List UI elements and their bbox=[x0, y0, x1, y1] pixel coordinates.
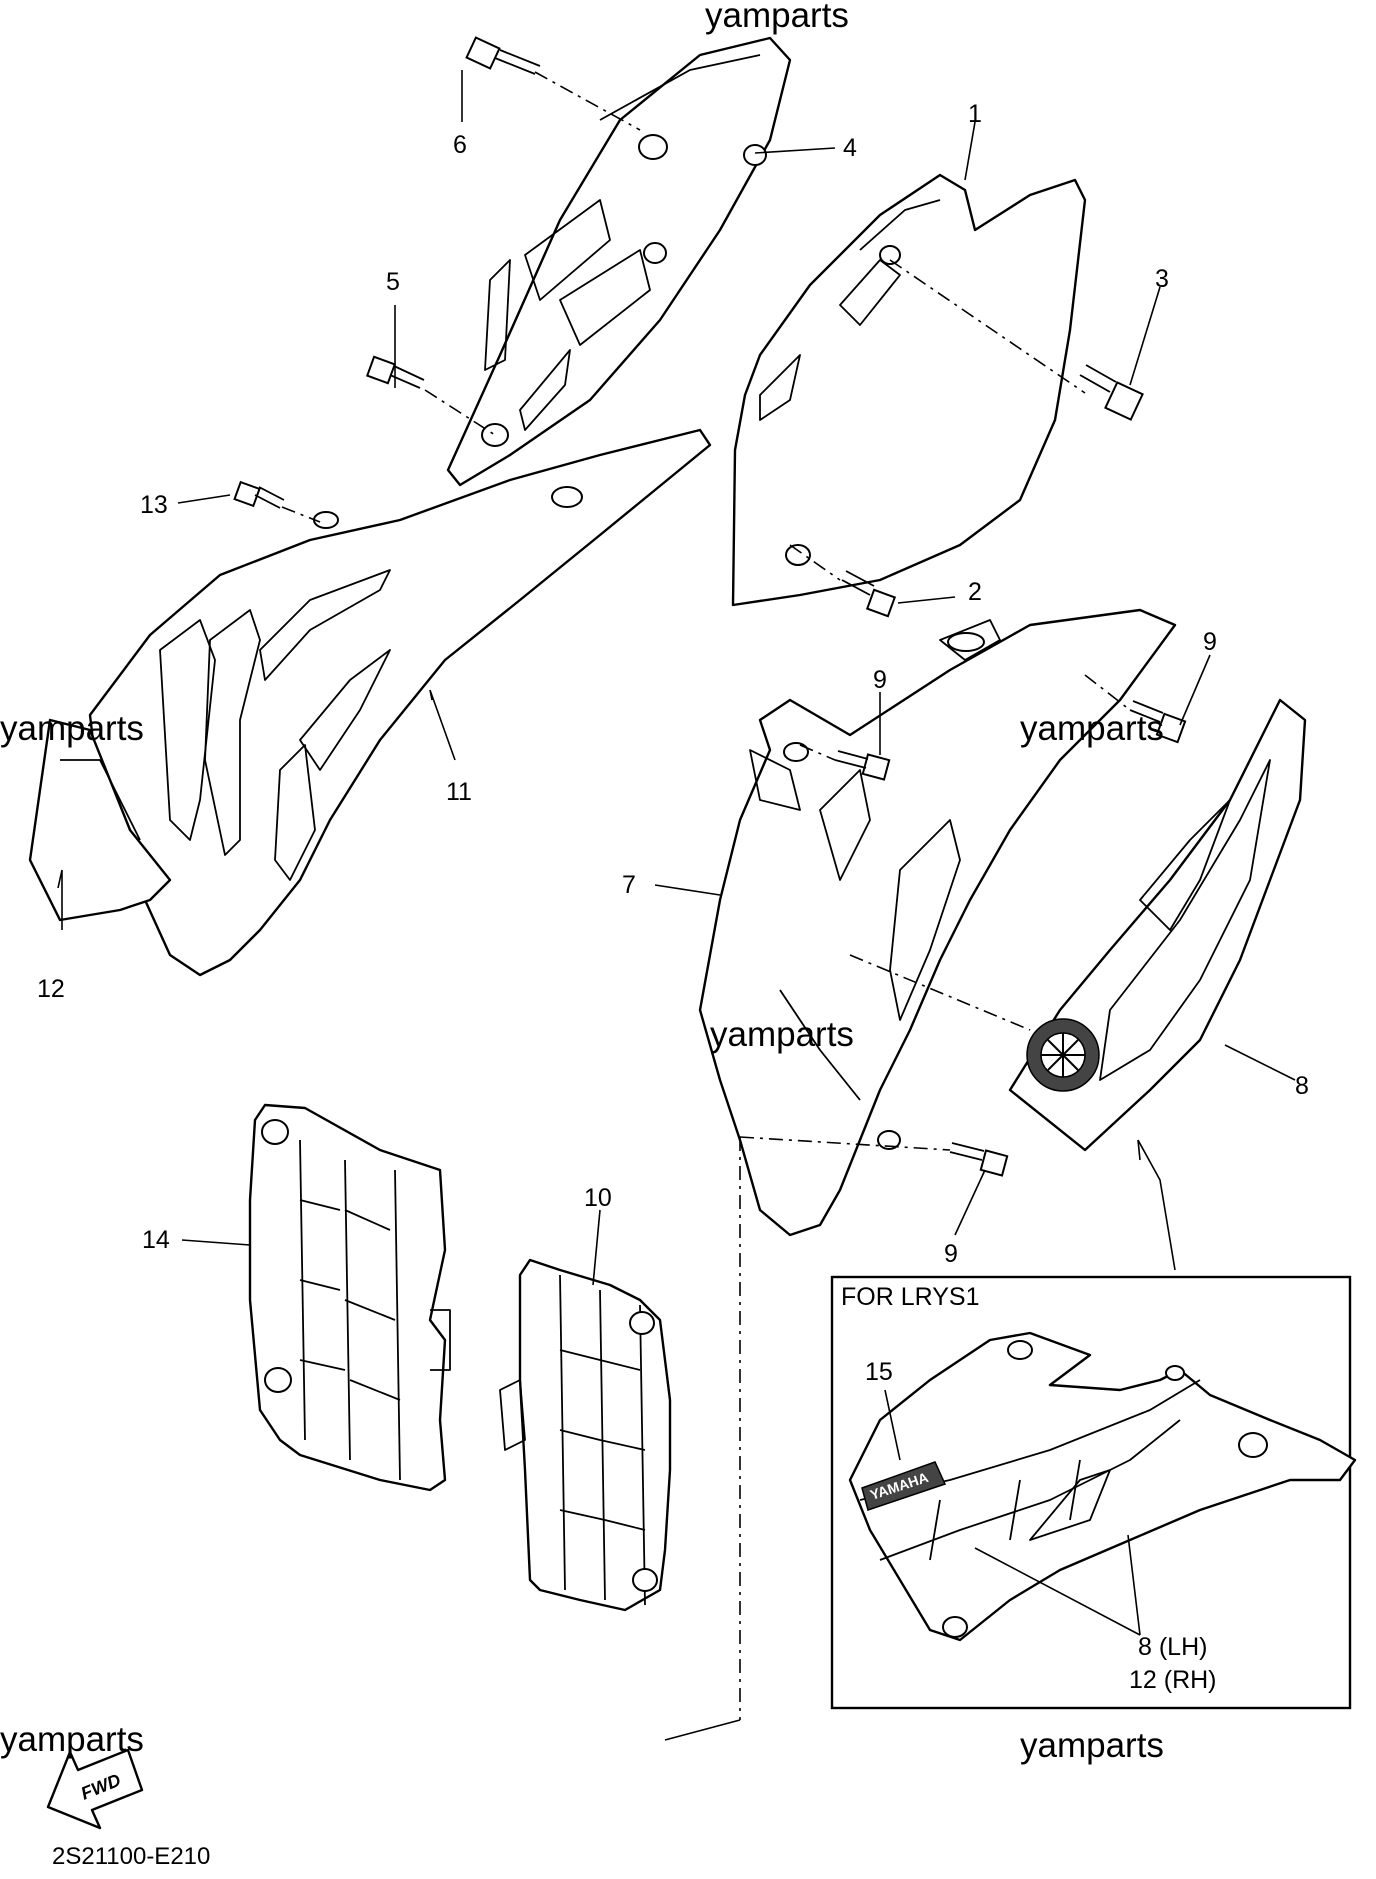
callout-9b: 9 bbox=[1203, 628, 1217, 656]
watermark-bottom-right: yamparts bbox=[1020, 1726, 1164, 1765]
part-5-bolt bbox=[365, 355, 425, 389]
callout-12: 12 bbox=[37, 975, 65, 1003]
callout-15: 15 bbox=[865, 1358, 893, 1386]
callout-7: 7 bbox=[622, 871, 636, 899]
part-8-decal bbox=[1008, 698, 1307, 1152]
part-4-side-cover-bracket bbox=[446, 36, 792, 487]
callout-9a: 9 bbox=[873, 666, 887, 694]
callout-4: 4 bbox=[843, 134, 857, 162]
part-3-bolt bbox=[1079, 364, 1144, 421]
callout-6: 6 bbox=[453, 131, 467, 159]
part-14-radiator-guard bbox=[248, 1103, 451, 1492]
inset-box bbox=[830, 1275, 1357, 1710]
inset-label-rh: 12 (RH) bbox=[1129, 1666, 1217, 1694]
part-13-bolt bbox=[233, 480, 285, 509]
leader-lines bbox=[57, 70, 1296, 1741]
part-7-right-shroud bbox=[698, 608, 1177, 1237]
watermark-left-mid: yamparts bbox=[0, 709, 144, 748]
alignment-lines bbox=[281, 71, 1131, 1720]
part-1-number-plate bbox=[731, 173, 1087, 607]
part-11-left-shroud bbox=[88, 428, 712, 977]
callout-9c: 9 bbox=[944, 1240, 958, 1268]
inset-label-lh: 8 (LH) bbox=[1138, 1633, 1207, 1661]
watermark-top: yamparts bbox=[705, 0, 849, 35]
part-9-bolt-b bbox=[1129, 700, 1187, 744]
part-6-bolt bbox=[465, 36, 541, 75]
part-10-radiator-guard bbox=[499, 1258, 672, 1612]
inset-title: FOR LRYS1 bbox=[841, 1283, 979, 1311]
part-2-bolt bbox=[841, 570, 897, 618]
part-12-lower-guard bbox=[28, 718, 172, 922]
callout-14: 14 bbox=[142, 1226, 170, 1254]
callout-11: 11 bbox=[446, 778, 472, 806]
callout-5: 5 bbox=[386, 268, 400, 296]
callout-2: 2 bbox=[968, 578, 982, 606]
watermark-right-mid: yamparts bbox=[1020, 709, 1164, 748]
callout-1: 1 bbox=[968, 100, 982, 128]
part-9-bolt-a bbox=[834, 750, 891, 781]
watermark-center: yamparts bbox=[710, 1015, 854, 1054]
watermark-bottom-left: yamparts bbox=[0, 1720, 144, 1759]
fwd-arrow bbox=[46, 1748, 144, 1830]
callout-13: 13 bbox=[140, 491, 168, 519]
part-9-bolt-c bbox=[949, 1142, 1009, 1177]
callout-10: 10 bbox=[584, 1184, 612, 1212]
callout-8: 8 bbox=[1295, 1072, 1309, 1100]
callout-3: 3 bbox=[1155, 265, 1169, 293]
diagram-code: 2S21100-E210 bbox=[52, 1843, 210, 1870]
